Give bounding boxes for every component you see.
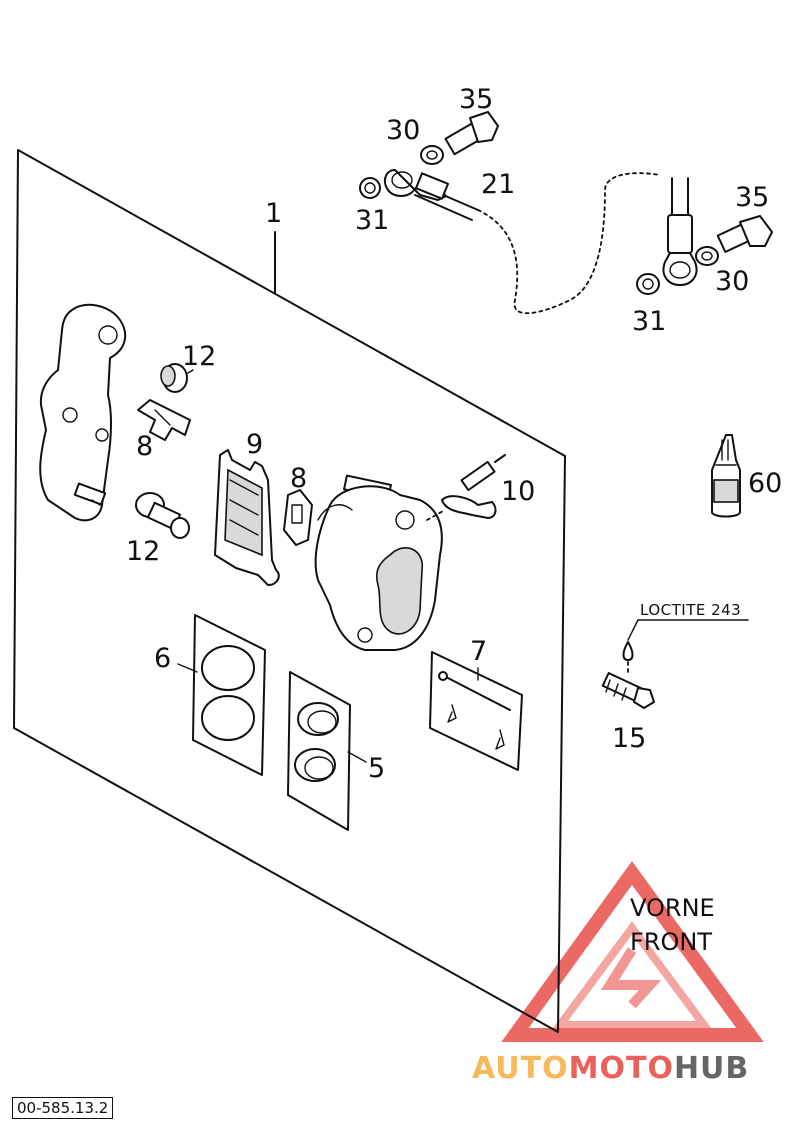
sealing-ring-30-lower — [695, 246, 719, 266]
callout-9: 9 — [246, 429, 263, 460]
guide-bolt-lower — [135, 492, 190, 539]
sealing-ring-31-lower — [636, 273, 660, 295]
sealing-ring-31-upper — [359, 177, 381, 199]
pin-kit-card — [429, 651, 523, 771]
piston-kit-card — [177, 614, 266, 776]
leader-line-5 — [347, 751, 367, 763]
seal-kit-card — [287, 671, 367, 831]
callout-30-upper: 30 — [386, 115, 420, 146]
brake-hose — [383, 169, 698, 315]
loctite-label: LOCTITE 243 — [640, 601, 741, 619]
banjo-bolt-lower — [716, 215, 773, 253]
loctite-drop-icon — [622, 641, 634, 661]
callout-10: 10 — [501, 476, 535, 507]
callout-5: 5 — [368, 753, 385, 784]
callout-15: 15 — [612, 723, 646, 754]
front-label-de: VORNE — [630, 894, 715, 922]
kit-board-outline — [13, 149, 566, 1033]
watermark-text-part1: AUTO — [472, 1051, 569, 1086]
caliper-bracket — [39, 303, 127, 522]
brake-pad — [214, 449, 280, 586]
callout-31-lower: 31 — [632, 306, 666, 337]
callout-7: 7 — [470, 636, 487, 667]
callout-8-upper: 8 — [136, 431, 153, 462]
callout-8-middle: 8 — [290, 463, 307, 494]
callout-35-upper: 35 — [459, 84, 493, 115]
pad-spring-upper — [137, 399, 191, 441]
callout-35-lower: 35 — [735, 182, 769, 213]
callout-31-upper: 31 — [355, 205, 389, 236]
watermark-text-part3: HUB — [674, 1051, 749, 1086]
sealing-ring-30-upper — [420, 145, 444, 165]
watermark-text-part2: MOTO — [569, 1051, 674, 1086]
leader-line-6 — [177, 663, 198, 673]
mounting-screw — [601, 619, 749, 709]
sealant-bottle — [711, 434, 741, 518]
bleeder-screw — [441, 454, 506, 519]
watermark-logo-icon — [501, 861, 764, 1042]
callout-6: 6 — [154, 643, 171, 674]
pad-spring-middle — [283, 489, 313, 546]
document-code: 00-585.13.2 — [12, 1097, 114, 1119]
callout-1: 1 — [265, 198, 282, 229]
watermark-text: AUTOMOTOHUB — [472, 1051, 749, 1086]
guide-sleeve-upper — [160, 363, 188, 393]
callout-60: 60 — [748, 468, 782, 499]
front-label-en: FRONT — [630, 928, 712, 956]
callout-12-lower: 12 — [126, 536, 160, 567]
caliper-body — [314, 474, 446, 651]
callout-12-upper: 12 — [182, 341, 216, 372]
banjo-bolt-upper — [444, 111, 499, 156]
callout-21: 21 — [481, 169, 515, 200]
callout-30-lower: 30 — [715, 266, 749, 297]
